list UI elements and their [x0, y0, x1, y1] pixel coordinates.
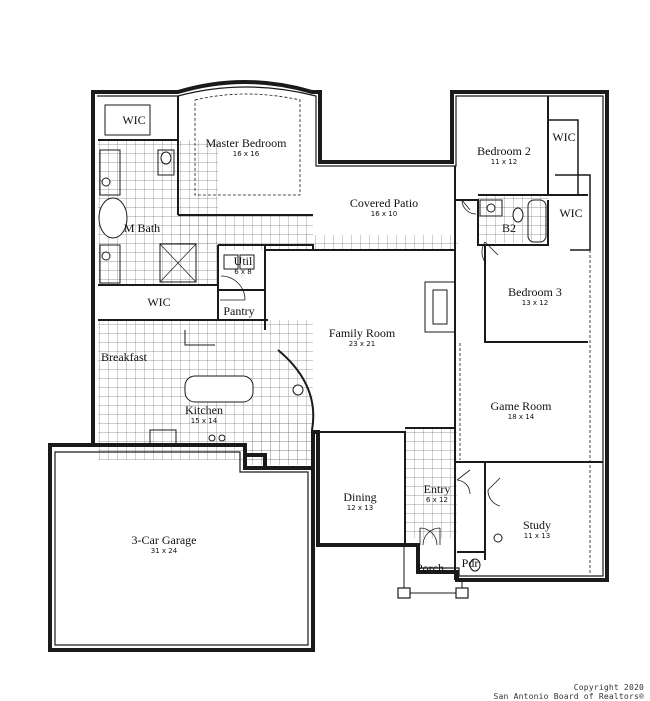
- room-name: WIC: [552, 130, 576, 144]
- room-wic-bath: WIC: [147, 296, 170, 309]
- shower-icon: [159, 243, 197, 283]
- room-name: WIC: [147, 295, 171, 309]
- room-dimensions: 16 x 16: [232, 150, 260, 158]
- toilet-icon: [469, 558, 481, 572]
- sink-icon: [101, 177, 111, 187]
- room-covered-patio: Covered Patio 16 x 10: [349, 196, 419, 219]
- room-dimensions: 6 x 8: [234, 268, 252, 276]
- copyright-notice: Copyright 2020 San Antonio Board of Real…: [494, 683, 645, 701]
- room-breakfast: Breakfast: [101, 351, 147, 364]
- room-name: Breakfast: [101, 350, 147, 364]
- toilet-icon: [160, 151, 172, 165]
- room-bedroom-3: Bedroom 3 13 x 12: [508, 285, 562, 308]
- room-dimensions: 11 x 13: [523, 532, 551, 540]
- room-name: Dining: [343, 490, 377, 504]
- fixtures: [98, 149, 547, 572]
- room-name: Bedroom 2: [477, 144, 531, 158]
- room-name: Entry: [423, 482, 451, 496]
- room-pantry: Pantry: [223, 305, 254, 318]
- room-dining: Dining 12 x 13: [343, 490, 377, 513]
- room-name: M Bath: [123, 221, 161, 235]
- room-master-bath: M Bath: [124, 222, 160, 235]
- room-name: Family Room: [328, 326, 396, 340]
- room-name: WIC: [559, 206, 583, 220]
- room-name: B2: [501, 221, 517, 235]
- bathtub-icon: [527, 199, 547, 243]
- room-name: Pdr: [461, 556, 479, 570]
- copyright-line: San Antonio Board of Realtors®: [493, 692, 644, 701]
- interior-walls: [98, 93, 603, 580]
- kitchen-island: [184, 375, 254, 403]
- tiled-floor: [98, 140, 548, 538]
- sink-icon: [292, 384, 304, 396]
- room-entry: Entry 6 x 12: [423, 482, 451, 505]
- sink-icon: [101, 251, 111, 261]
- room-game-room: Game Room 18 x 14: [490, 399, 552, 422]
- doors: [184, 199, 501, 546]
- bathtub-icon: [98, 197, 128, 239]
- room-porch: Porch: [416, 562, 444, 575]
- sink-icon: [493, 533, 503, 543]
- room-dimensions: 16 x 10: [370, 210, 398, 218]
- room-wic-master: WIC: [122, 114, 145, 127]
- room-name: Game Room: [490, 399, 552, 413]
- room-dimensions: 12 x 13: [346, 504, 374, 512]
- room-dimensions: 6 x 12: [426, 496, 448, 504]
- sink-icon: [486, 203, 496, 213]
- room-name: Covered Patio: [349, 196, 419, 210]
- room-dimensions: 11 x 12: [490, 158, 518, 166]
- room-name: Util: [233, 254, 253, 268]
- room-bath-2: B2: [502, 222, 516, 235]
- room-powder: Pdr: [462, 557, 479, 570]
- room-dimensions: 23 x 21: [348, 340, 376, 348]
- exterior-walls: [48, 80, 609, 652]
- toilet-icon: [512, 207, 524, 223]
- room-dimensions: 13 x 12: [521, 299, 549, 307]
- room-utility: Util 6 x 8: [233, 254, 253, 277]
- room-bedroom-2: Bedroom 2 11 x 12: [477, 144, 531, 167]
- fireplace-icon: [424, 281, 456, 333]
- range-icon: [149, 429, 177, 447]
- room-wic-bed2: WIC: [552, 131, 575, 144]
- room-master-bedroom: Master Bedroom 16 x 16: [205, 136, 287, 159]
- room-name: Bedroom 3: [508, 285, 562, 299]
- copyright-line: Copyright 2020: [573, 683, 644, 692]
- dryer-icon: [239, 254, 255, 270]
- room-wic-bed3: WIC: [559, 207, 582, 220]
- room-study: Study 11 x 13: [522, 518, 552, 541]
- room-name: WIC: [122, 113, 146, 127]
- room-dimensions: 18 x 14: [507, 413, 535, 421]
- room-name: Master Bedroom: [205, 136, 287, 150]
- room-kitchen: Kitchen 15 x 14: [185, 403, 223, 426]
- room-name: Porch: [416, 561, 444, 575]
- room-name: Pantry: [223, 304, 255, 318]
- washer-icon: [223, 254, 239, 270]
- room-family-room: Family Room 23 x 21: [328, 326, 396, 349]
- room-name: 3-Car Garage: [131, 533, 197, 547]
- room-name: Study: [522, 518, 552, 532]
- room-dimensions: 31 x 24: [150, 547, 178, 555]
- room-name: Kitchen: [185, 403, 223, 417]
- room-dimensions: 15 x 14: [190, 417, 218, 425]
- room-garage: 3-Car Garage 31 x 24: [131, 533, 197, 556]
